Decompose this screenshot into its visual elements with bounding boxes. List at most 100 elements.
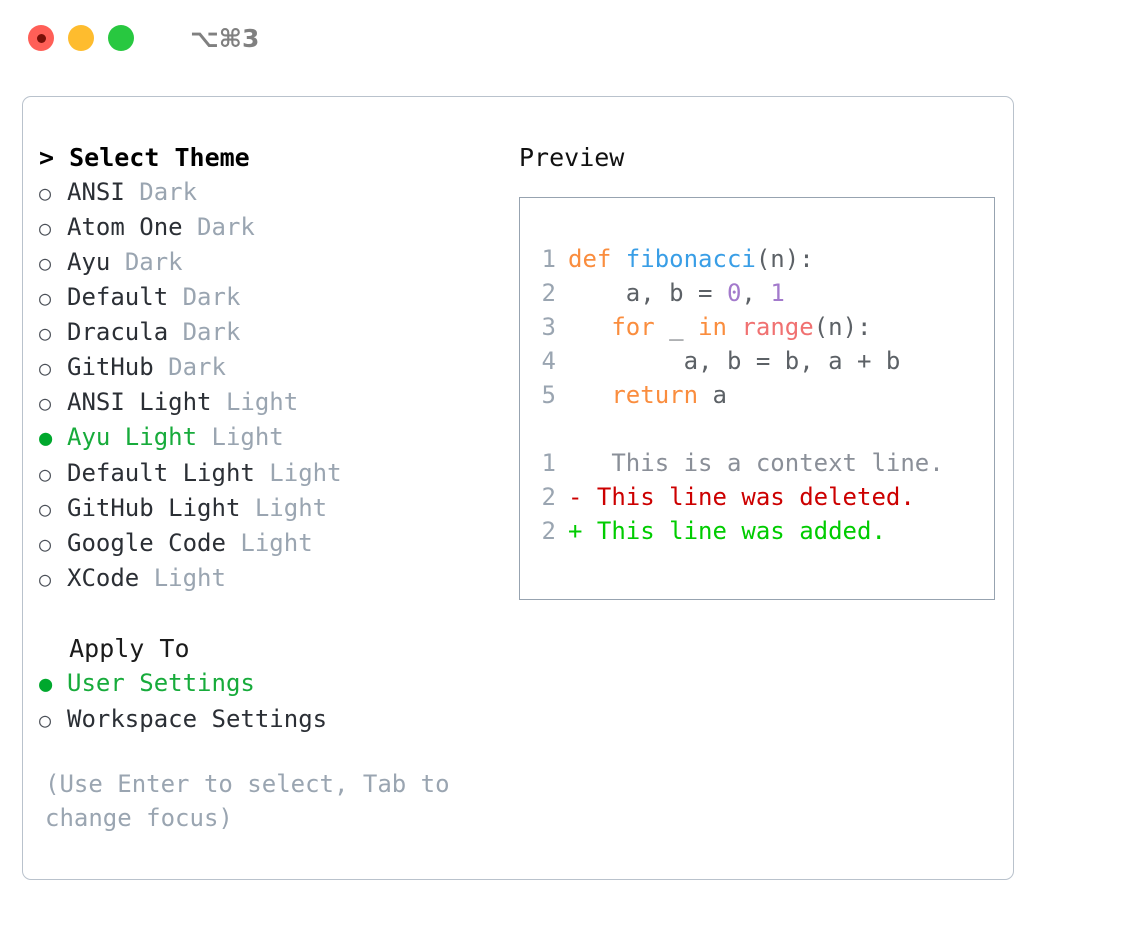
code-token: fibonacci <box>625 245 756 273</box>
code-token: a <box>698 381 727 409</box>
radio-unselected-icon: ○ <box>39 497 52 521</box>
code-line-text: def fibonacci(n): <box>568 242 814 276</box>
theme-variant-tag <box>168 280 182 314</box>
theme-option-label: XCode <box>67 564 140 592</box>
code-token: (n): <box>813 313 872 341</box>
radio-unselected-icon: ○ <box>39 567 52 591</box>
theme-variant-label: Light <box>254 494 328 522</box>
code-token: (n): <box>755 245 814 273</box>
code-token <box>727 313 741 341</box>
code-token: a, b = <box>568 279 727 307</box>
theme-list[interactable]: ○ANSI Dark○Atom One Dark○Ayu Dark○Defaul… <box>39 175 493 596</box>
theme-option[interactable]: ○Dracula Dark <box>39 315 493 350</box>
theme-variant-tag <box>255 456 269 490</box>
code-token: in <box>698 313 727 341</box>
theme-option-label: ANSI Light <box>67 388 212 416</box>
theme-option[interactable]: ○ Atom One Dark <box>39 210 493 245</box>
code-token: for <box>611 313 655 341</box>
title-bar: ⌥⌘3 <box>0 0 1140 76</box>
apply-to-option-label: User Settings <box>67 669 255 697</box>
radio-unselected-icon: ○ <box>39 532 52 556</box>
theme-option[interactable]: ○ Ayu Dark <box>39 245 493 280</box>
code-line: 5 return a <box>520 378 994 412</box>
keyboard-shortcut-label: ⌥⌘3 <box>190 23 260 53</box>
theme-option[interactable]: ○ANSI Dark <box>39 175 493 210</box>
code-token: def <box>568 245 626 273</box>
minimize-button[interactable] <box>68 25 94 51</box>
radio-unselected-icon: ○ <box>39 391 52 415</box>
apply-to-list[interactable]: ●User Settings○Workspace Settings <box>39 666 493 737</box>
theme-option[interactable]: ○ Google Code Light <box>39 526 493 561</box>
line-number: 5 <box>541 381 556 409</box>
theme-option[interactable]: ○Default Light Light <box>39 456 493 491</box>
theme-variant-label: Light <box>153 564 226 592</box>
code-line-text: for _ in range(n): <box>568 310 871 344</box>
theme-option-label: Default Light <box>67 459 255 487</box>
theme-option[interactable]: ○ ANSI Light Light <box>39 385 493 420</box>
diff-marker: - <box>568 483 583 511</box>
theme-option-label: Default <box>67 283 169 311</box>
theme-variant-tag <box>139 561 153 595</box>
close-button[interactable] <box>28 25 54 51</box>
keyboard-hint-line-1: (Use Enter to select, Tab to <box>45 770 450 798</box>
radio-unselected-icon: ○ <box>39 251 52 275</box>
preview-title: Preview <box>519 143 625 172</box>
theme-option-label: Atom One <box>67 213 183 241</box>
theme-option-label: GitHub <box>67 353 154 381</box>
theme-variant-tag <box>226 526 240 560</box>
theme-variant-tag <box>240 491 254 525</box>
code-line: 2 a, b = 0, 1 <box>520 276 994 310</box>
theme-variant-label: Light <box>225 388 299 416</box>
code-line-text: return a <box>568 378 727 412</box>
diff-line: 2+ This line was added. <box>520 514 994 548</box>
code-line-text: a, b = 0, 1 <box>568 276 785 310</box>
theme-option[interactable]: ○ GitHub Dark <box>39 350 493 385</box>
theme-variant-label: Dark <box>197 213 255 241</box>
diff-line-text: This line was added. <box>582 517 886 545</box>
theme-option[interactable]: ○ XCode Light <box>39 561 493 596</box>
theme-variant-label: Dark <box>168 353 226 381</box>
code-token: return <box>611 381 699 409</box>
diff-marker <box>568 446 582 480</box>
line-number: 4 <box>541 347 556 375</box>
theme-variant-label: Light <box>240 529 313 557</box>
diff-line: 2- This line was deleted. <box>520 480 994 514</box>
apply-to-option[interactable]: ○Workspace Settings <box>39 702 493 737</box>
code-token: range <box>741 313 814 341</box>
apply-to-option-label: Workspace Settings <box>67 705 328 733</box>
keyboard-hint-line-2: change focus) <box>45 804 233 832</box>
line-number: 1 <box>541 245 556 273</box>
code-token: a, b = b, a + b <box>568 347 901 375</box>
theme-variant-label: Dark <box>139 178 198 206</box>
theme-option[interactable]: ○Default Dark <box>39 280 493 315</box>
radio-unselected-icon: ○ <box>39 321 52 345</box>
theme-variant-label: Light <box>269 459 342 487</box>
apply-to-header: Apply To <box>39 634 190 663</box>
select-theme-header: > Select Theme <box>39 143 250 172</box>
diff-line-number: 2 <box>541 483 556 511</box>
theme-variant-tag <box>110 245 124 279</box>
maximize-button[interactable] <box>108 25 134 51</box>
apply-to-option[interactable]: ●User Settings <box>39 666 493 702</box>
line-number: 2 <box>541 279 556 307</box>
theme-option-label: Google Code <box>67 529 226 557</box>
keyboard-hint: (Use Enter to select, Tab to change focu… <box>39 767 465 835</box>
theme-variant-tag <box>125 175 139 209</box>
radio-unselected-icon: ○ <box>39 181 52 205</box>
code-line: 4 a, b = b, a + b <box>520 344 994 378</box>
code-line: 1 def fibonacci(n): <box>520 242 994 276</box>
theme-option[interactable]: ●Ayu Light Light <box>39 420 493 456</box>
diff-line: 1 This is a context line. <box>520 446 994 480</box>
radio-unselected-icon: ○ <box>39 356 52 380</box>
theme-option[interactable]: ○GitHub Light Light <box>39 491 493 526</box>
theme-selection-column: > Select Theme ○ANSI Dark○Atom One Dark○… <box>23 141 493 835</box>
line-number: 3 <box>541 313 556 341</box>
theme-variant-tag <box>168 315 182 349</box>
theme-option-label: Ayu <box>67 248 111 276</box>
theme-variant-label: Dark <box>124 248 183 276</box>
code-token: , <box>741 279 771 307</box>
radio-unselected-icon: ○ <box>39 216 52 240</box>
